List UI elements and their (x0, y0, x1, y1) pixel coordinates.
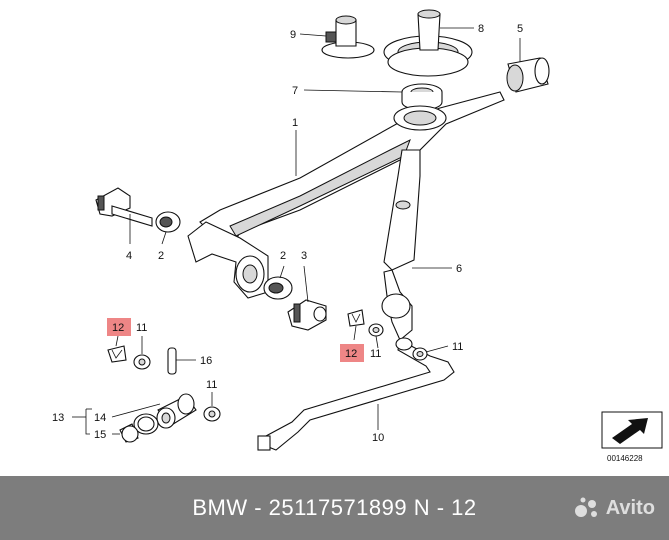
label-11d: 11 (206, 379, 217, 391)
avito-logo-icon (574, 497, 597, 517)
clip-part-12b (347, 309, 365, 327)
avito-watermark: Avito (574, 496, 655, 520)
label-8: 8 (478, 23, 484, 35)
washer-part-11b (368, 323, 384, 337)
washer-part-11a (133, 354, 151, 370)
label-14: 14 (94, 412, 106, 424)
label-10: 10 (372, 432, 384, 444)
footer-bar: BMW - 25117571899 N - 12 Avito (0, 476, 669, 540)
catalog-code: 00146228 (607, 454, 643, 463)
washer-part-11d (203, 406, 221, 422)
shift-lever-part-1 (187, 91, 505, 299)
label-11b: 11 (370, 348, 381, 360)
highlight-12b (340, 344, 364, 362)
bracket-part-3 (287, 299, 327, 331)
pin-part-16 (167, 347, 177, 375)
highlight-12a (107, 318, 131, 336)
selector-rod-part-10 (257, 337, 455, 451)
ring-part-15 (119, 413, 159, 443)
direction-arrow-icon (612, 418, 648, 444)
label-7: 7 (292, 85, 298, 97)
label-11c: 11 (452, 341, 463, 353)
shift-rod-part-6 (381, 149, 421, 341)
label-1: 1 (292, 117, 298, 129)
label-4: 4 (126, 250, 132, 262)
bushing-part-5 (506, 57, 550, 93)
washer-part-11c (412, 347, 428, 361)
label-16: 16 (200, 355, 212, 367)
leader-lines (72, 27, 521, 435)
bearing-ring-part-7 (401, 83, 443, 111)
label-3: 3 (301, 250, 307, 262)
joint-part-14 (156, 393, 197, 429)
label-2a: 2 (158, 250, 164, 262)
label-12a: 12 (112, 322, 124, 334)
label-9: 9 (290, 29, 296, 41)
bushing-part-2b (263, 276, 293, 300)
bracket-part-4 (95, 187, 153, 227)
part-number-caption: BMW - 25117571899 N - 12 (192, 495, 477, 520)
clip-part-9 (321, 15, 375, 59)
label-13: 13 (52, 412, 64, 424)
shift-boot-part-8 (383, 9, 473, 77)
exploded-view-svg: 9 8 5 7 1 4 2 2 3 6 12 11 16 11 12 11 11… (52, 9, 663, 463)
label-6: 6 (456, 263, 462, 275)
callout-labels: 9 8 5 7 1 4 2 2 3 6 12 11 16 11 12 11 11… (52, 23, 523, 444)
catalog-reference-box: 00146228 (601, 411, 663, 463)
bushing-part-2a (155, 211, 181, 233)
label-2b: 2 (280, 250, 286, 262)
clip-part-12a (107, 345, 127, 363)
avito-wordmark: Avito (605, 496, 655, 519)
label-12b: 12 (345, 348, 357, 360)
label-15: 15 (94, 429, 106, 441)
label-5: 5 (517, 23, 523, 35)
label-11a: 11 (136, 322, 147, 334)
